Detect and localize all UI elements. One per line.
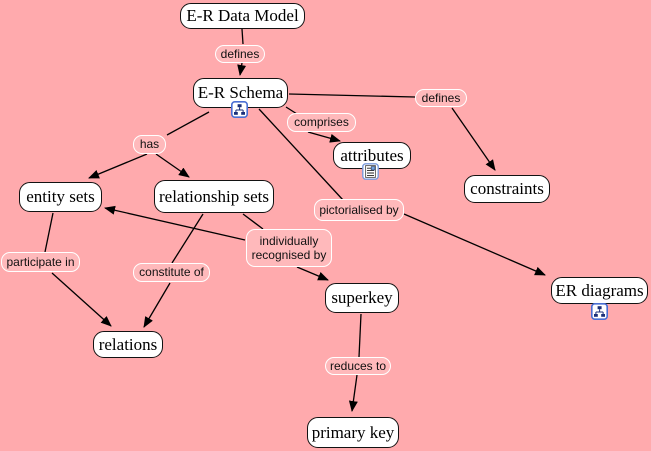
edge-individually-recognised-by-to-entity-sets[interactable] [104,205,246,241]
concept-label: E-R Data Model [186,6,299,25]
link-label-text: participate in [6,254,75,269]
concept-label: primary key [311,422,395,442]
edge-comprises-to-attributes[interactable] [307,131,341,143]
edge-er-schema-to-pictorialised-by[interactable] [258,108,344,201]
link-defines-right[interactable]: defines [415,89,467,107]
edge-has-to-entity-sets[interactable] [88,153,148,179]
edge-defines-top-to-er-schema[interactable] [237,62,247,76]
link-label-text: comprises [294,115,349,130]
link-label-text: defines [421,90,461,105]
edge-er-schema-to-has[interactable] [166,111,210,136]
concept-er-diagrams[interactable]: ER diagrams [551,277,648,304]
edge-has-to-relationship-sets[interactable] [155,153,190,178]
link-label-text: individually recognised by [251,233,327,262]
concept-relationship-sets[interactable]: relationship sets [154,180,274,213]
link-participate-in[interactable]: participate in [1,252,80,272]
link-has[interactable]: has [133,135,166,154]
edge-relationship-sets-to-individually-recognised-by[interactable] [242,213,264,230]
edge-er-schema-to-defines-right[interactable] [288,93,416,98]
link-pictorialised-by[interactable]: pictorialised by [314,199,404,221]
link-individually-recognised-by[interactable]: individually recognised by [246,229,332,267]
concept-er-schema[interactable]: E-R Schema [193,78,288,108]
cmap-resource-icon[interactable] [591,303,608,320]
concept-label: entity sets [26,187,95,206]
edge-er-data-model-to-defines-top[interactable] [241,28,244,45]
concept-label: relationship sets [158,186,269,206]
concept-entity-sets[interactable]: entity sets [19,182,102,212]
edge-relationship-sets-to-constitute-of[interactable] [171,213,204,264]
concept-label: attributes [340,145,404,165]
edge-participate-in-to-relations[interactable] [51,272,112,327]
concept-label: ER diagrams [555,280,644,300]
link-label-text: has [139,137,160,152]
link-label-text: constitute of [139,265,204,280]
edge-individually-recognised-by-to-superkey[interactable] [296,266,329,281]
concept-er-data-model[interactable]: E-R Data Model [180,3,305,29]
concept-label: E-R Schema [197,83,284,102]
edge-pictorialised-by-to-er-diagrams[interactable] [403,213,546,276]
concept-label: relations [98,334,158,354]
link-constitute-of[interactable]: constitute of [133,263,210,282]
concept-label: constraints [470,179,544,198]
edge-constitute-of-to-relations[interactable] [143,282,171,328]
edge-defines-right-to-constraints[interactable] [451,107,496,171]
cmap-resource-icon[interactable] [231,101,248,118]
concept-primary-key[interactable]: primary key [307,417,399,448]
link-label-text: reduces to [329,358,387,373]
edge-reduces-to-to-primary-key[interactable] [348,374,358,412]
link-label-text: defines [220,46,260,61]
link-comprises[interactable]: comprises [287,113,356,132]
edge-superkey-to-reduces-to[interactable] [358,313,362,358]
concept-superkey[interactable]: superkey [325,283,399,313]
edge-entity-sets-to-participate-in[interactable] [44,212,54,253]
concept-constraints[interactable]: constraints [464,175,550,203]
edge-er-schema-to-comprises[interactable] [285,106,298,115]
concept-relations[interactable]: relations [93,331,163,358]
concept-label: superkey [331,288,393,307]
link-defines-top[interactable]: defines [215,45,265,63]
link-reduces-to[interactable]: reduces to [325,357,391,375]
link-label-text: pictorialised by [319,202,399,217]
document-resource-icon[interactable] [362,163,379,180]
